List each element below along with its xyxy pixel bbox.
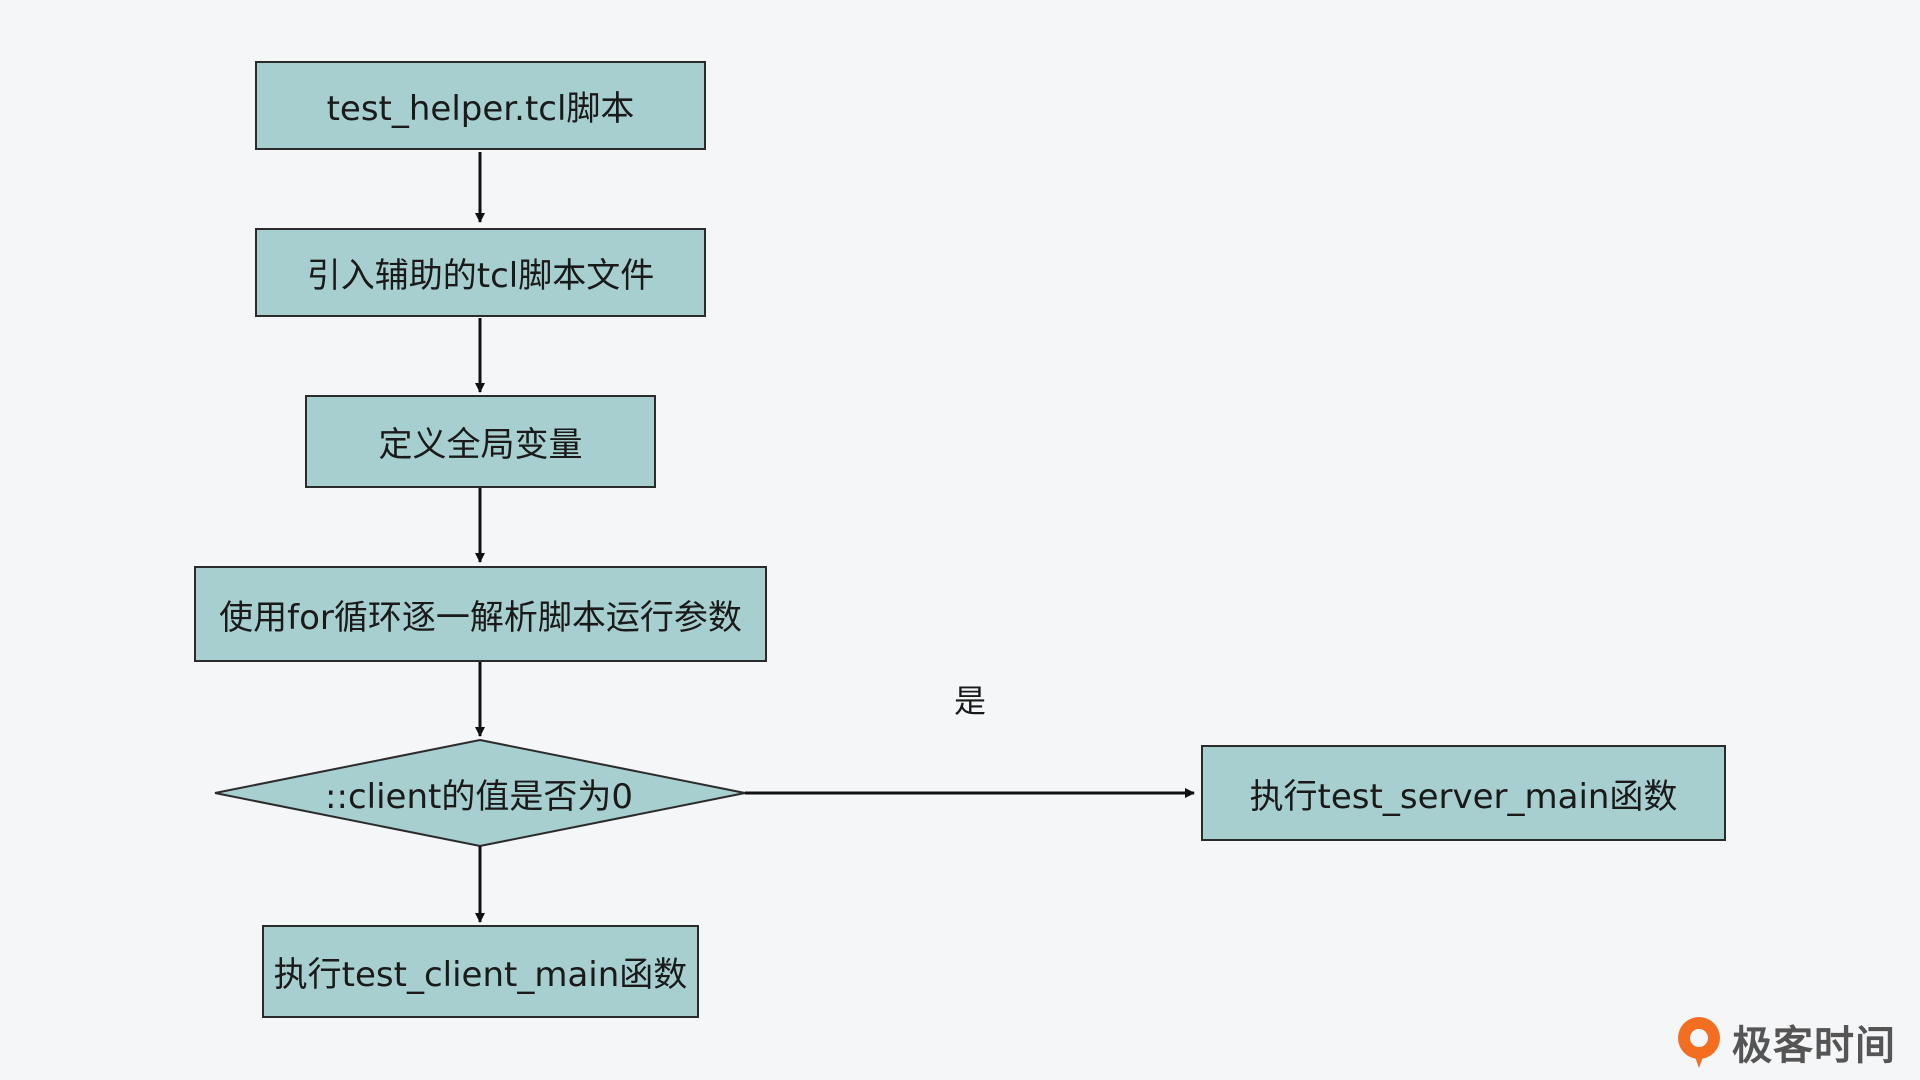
brand-name: 极客时间	[1732, 1023, 1896, 1069]
node-run-client-main: 执行test_client_main函数	[262, 925, 699, 1018]
node-test-helper-script-label: test_helper.tcl脚本	[326, 89, 635, 129]
geektime-logo-icon	[1678, 1017, 1720, 1068]
node-run-server-main: 执行test_server_main函数	[1201, 745, 1726, 841]
node-define-globals: 定义全局变量	[305, 395, 656, 488]
node-test-helper-script: test_helper.tcl脚本	[255, 61, 706, 150]
node-parse-arguments-label: 使用for循环逐一解析脚本运行参数	[219, 597, 742, 638]
node-parse-arguments: 使用for循环逐一解析脚本运行参数	[194, 566, 767, 662]
node-run-client-main-label: 执行test_client_main函数	[273, 955, 688, 995]
node-run-server-main-label: 执行test_server_main函数	[1249, 776, 1678, 817]
node-import-helper-files-label: 引入辅助的tcl脚本文件	[306, 256, 655, 296]
brand-watermark: 极客时间	[1674, 1012, 1896, 1072]
edge-yes-label: 是	[953, 682, 986, 720]
node-define-globals-label: 定义全局变量	[378, 425, 583, 465]
node-import-helper-files: 引入辅助的tcl脚本文件	[255, 228, 706, 317]
decision-client-check-label: ::client的值是否为0	[325, 776, 633, 817]
